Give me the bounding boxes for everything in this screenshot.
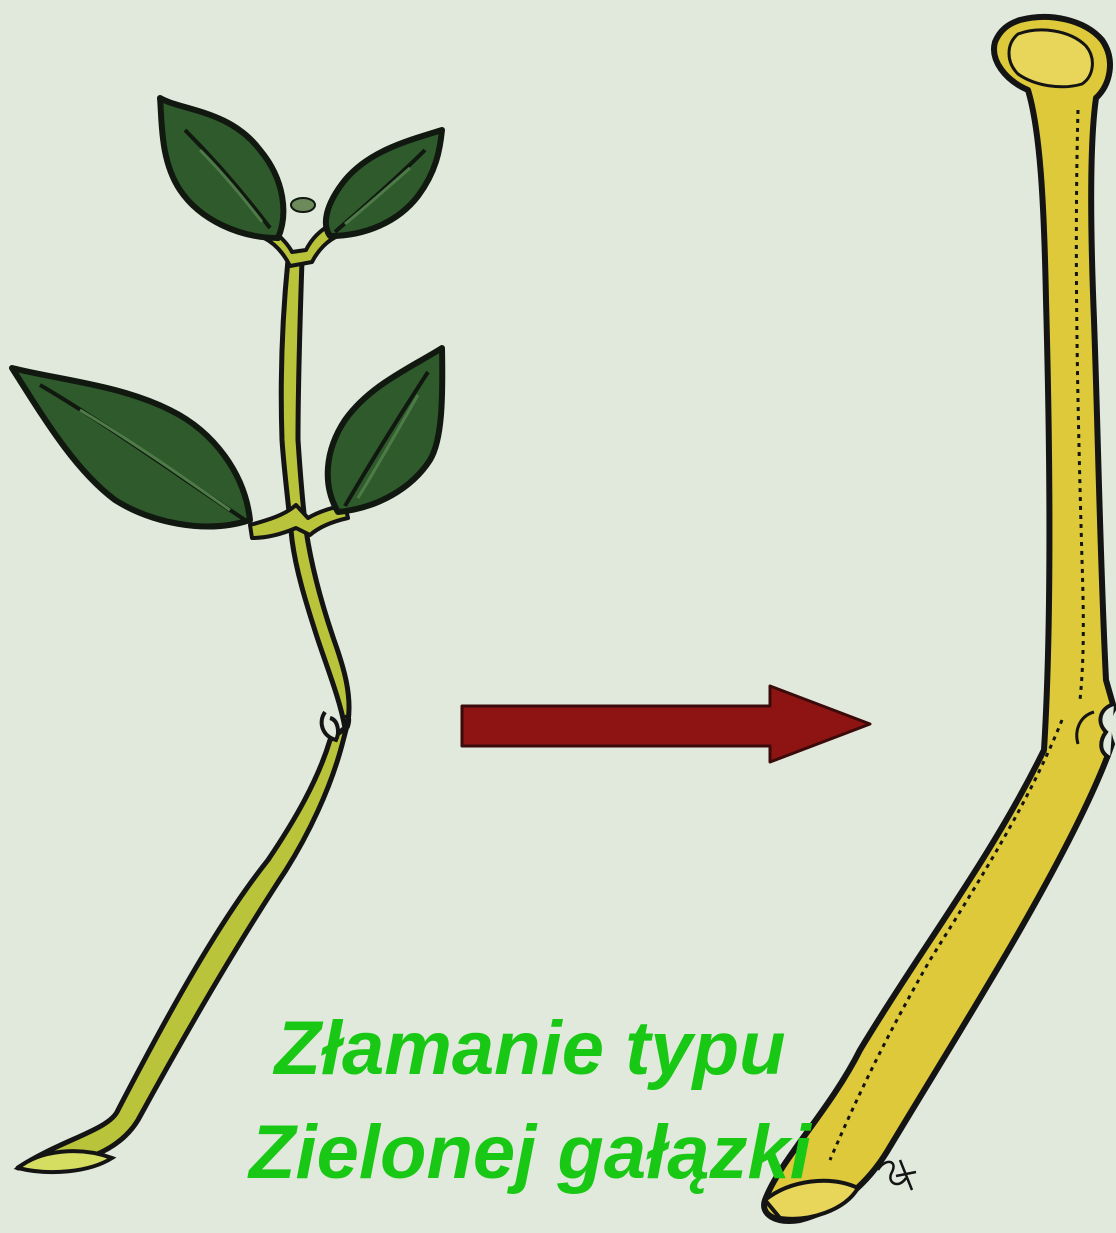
caption-line-1: Złamanie typu [180,1004,880,1094]
leaf-bud [291,198,315,212]
twig-crack [322,712,338,740]
twig-cut-end [18,1151,112,1172]
leaf-lower-right [328,348,443,512]
leaf-top-right [326,130,442,236]
arrow-icon [462,686,870,762]
artist-signature [878,1160,916,1190]
caption-line-2: Zielonej gałązki [180,1108,880,1198]
